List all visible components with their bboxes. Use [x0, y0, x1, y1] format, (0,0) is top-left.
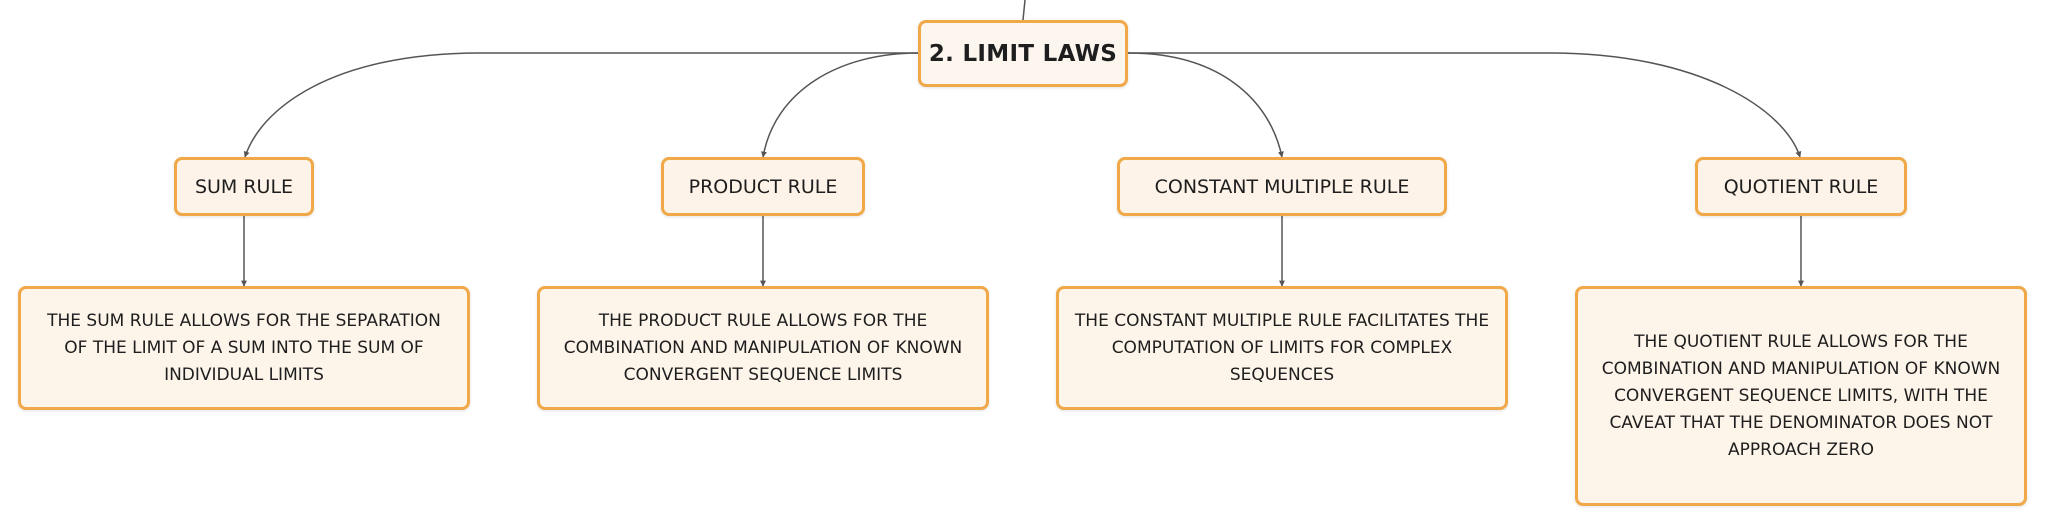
- description-node-product-rule[interactable]: THE PRODUCT RULE ALLOWS FOR THE COMBINAT…: [537, 286, 989, 410]
- connector-root-to-product-rule: [761, 52, 919, 158]
- description-text: THE SUM RULE ALLOWS FOR THE SEPARATION O…: [47, 310, 441, 385]
- description-text: THE QUOTIENT RULE ALLOWS FOR THE COMBINA…: [1601, 331, 2001, 460]
- connector-root-to-constant-multiple-rule: [1127, 52, 1284, 158]
- description-text: THE PRODUCT RULE ALLOWS FOR THE COMBINAT…: [563, 310, 963, 385]
- description-text: THE CONSTANT MULTIPLE RULE FACILITATES T…: [1074, 310, 1490, 385]
- rule-node-product-rule[interactable]: PRODUCT RULE: [661, 157, 865, 216]
- rule-node-constant-multiple-rule[interactable]: CONSTANT MULTIPLE RULE: [1117, 157, 1447, 216]
- rule-node-label: CONSTANT MULTIPLE RULE: [1154, 175, 1410, 198]
- rule-node-label: PRODUCT RULE: [688, 175, 838, 198]
- connector-root-to-quotient-rule: [1128, 52, 1802, 158]
- rule-node-label: SUM RULE: [194, 175, 294, 198]
- root-node-label: 2. LIMIT LAWS: [928, 40, 1118, 67]
- rule-node-label: QUOTIENT RULE: [1723, 175, 1879, 198]
- description-node-sum-rule[interactable]: THE SUM RULE ALLOWS FOR THE SEPARATION O…: [18, 286, 470, 410]
- rule-node-sum-rule[interactable]: SUM RULE: [174, 157, 314, 216]
- description-node-constant-multiple-rule[interactable]: THE CONSTANT MULTIPLE RULE FACILITATES T…: [1056, 286, 1508, 410]
- description-node-quotient-rule[interactable]: THE QUOTIENT RULE ALLOWS FOR THE COMBINA…: [1575, 286, 2027, 506]
- connector-root-to-sum-rule: [243, 52, 918, 158]
- root-node-limit-laws[interactable]: 2. LIMIT LAWS: [918, 20, 1128, 87]
- rule-node-quotient-rule[interactable]: QUOTIENT RULE: [1695, 157, 1907, 216]
- connector-parent-to-root: [1022, 0, 1026, 21]
